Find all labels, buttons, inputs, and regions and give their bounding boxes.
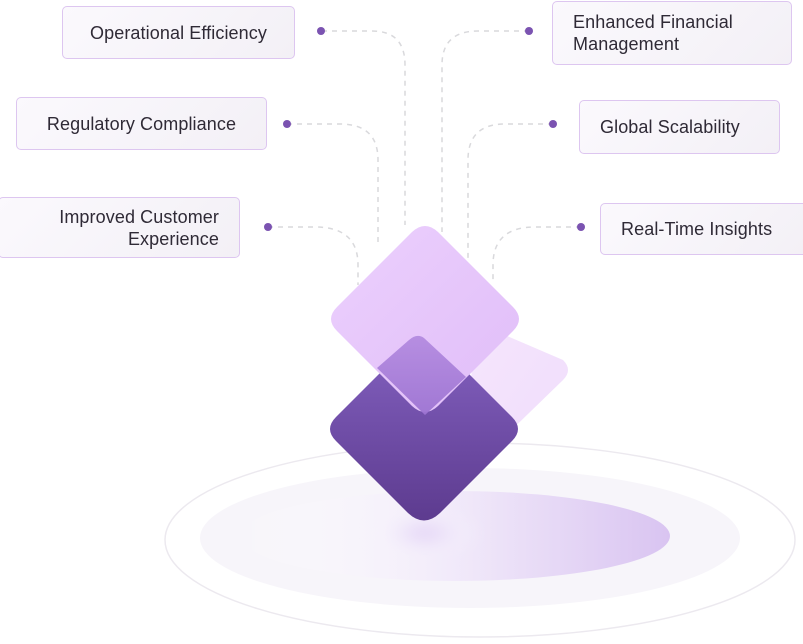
feature-label: Global Scalability [600,117,740,137]
feature-label: Real-Time Insights [621,219,773,239]
feature-label: Improved Customer Experience [59,206,219,249]
feature-label: Regulatory Compliance [46,113,237,134]
feature-label: Enhanced Financial Management [573,12,733,54]
feature-label: Operational Efficiency [90,22,267,43]
feature-card-enhanced-financial-management: Enhanced Financial Management [552,1,792,65]
feature-card-regulatory-compliance: Regulatory Compliance [16,97,267,150]
feature-card-improved-customer-experience: Improved Customer Experience [0,197,240,258]
feature-card-real-time-insights: Real-Time Insights [600,203,803,255]
stacked-diamonds-icon [330,226,568,521]
connector-lines [268,30,581,285]
feature-card-operational-efficiency: Operational Efficiency [62,6,295,59]
feature-card-global-scalability: Global Scalability [579,100,780,154]
connector-dots [264,27,585,231]
floor-rings [164,442,796,638]
